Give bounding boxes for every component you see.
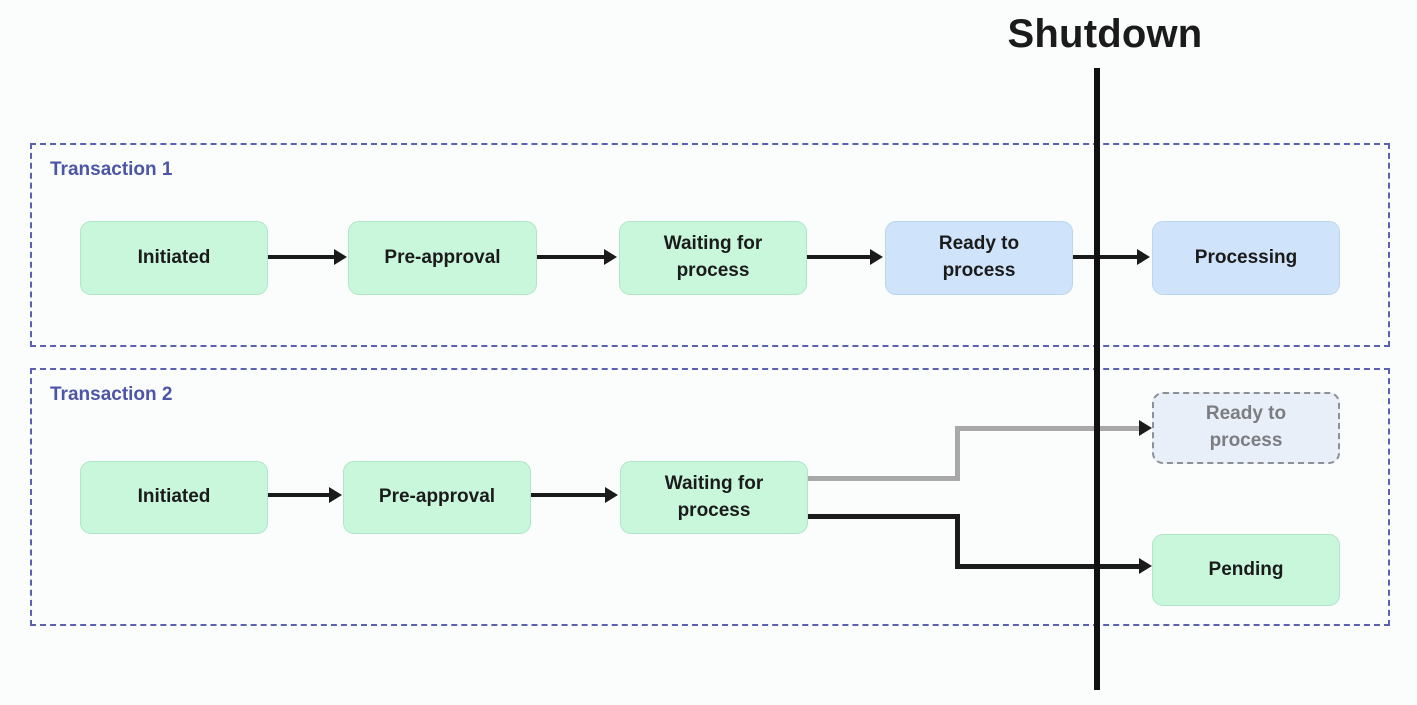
node-label: Pre-approval <box>378 486 496 508</box>
node-t2-initiated[interactable]: Initiated <box>80 461 268 534</box>
node-label-line-2: process <box>1209 430 1283 451</box>
node-label: Processing <box>1194 246 1298 268</box>
node-label-line-2: process <box>942 260 1016 281</box>
node-label-line-1: Waiting for <box>663 233 763 255</box>
connector-t2-waiting-to-pending-segment-h1 <box>808 514 960 519</box>
connector-t2-waiting-to-pending-segment-v <box>955 514 960 569</box>
connector-t1-pre-approval-to-waiting <box>537 255 605 259</box>
connector-t2-waiting-to-pending-segment-h2 <box>955 564 1145 569</box>
arrowhead-t1-waiting-to-ready <box>870 249 883 265</box>
connector-t2-initiated-to-pre-approval <box>268 493 330 497</box>
connector-t1-ready-to-processing <box>1073 255 1139 259</box>
transaction-2-container: Transaction 2 <box>30 368 1390 626</box>
node-label-line-2: process <box>676 260 750 281</box>
node-t2-waiting-for-process[interactable]: Waiting for process <box>620 461 808 534</box>
arrowhead-t1-initiated-to-pre-approval <box>334 249 347 265</box>
transaction-2-title: Transaction 2 <box>50 384 173 405</box>
node-label-line-1: Waiting for <box>664 472 764 494</box>
arrowhead-t2-initiated-to-pre-approval <box>329 487 342 503</box>
node-t1-waiting-for-process[interactable]: Waiting for process <box>619 221 807 295</box>
arrowhead-t2-pre-approval-to-waiting <box>605 487 618 503</box>
connector-t1-initiated-to-pre-approval <box>268 255 336 259</box>
node-label: Pending <box>1208 558 1284 580</box>
connector-t1-waiting-to-ready <box>807 255 872 259</box>
arrowhead-t1-ready-to-processing <box>1137 249 1150 265</box>
node-label: Pre-approval <box>384 246 501 268</box>
connector-t2-waiting-to-ready-segment-v <box>955 426 960 481</box>
transaction-1-title: Transaction 1 <box>50 159 173 180</box>
node-t2-pending[interactable]: Pending <box>1152 534 1340 606</box>
node-t1-initiated[interactable]: Initiated <box>80 221 268 295</box>
node-t1-pre-approval[interactable]: Pre-approval <box>348 221 537 295</box>
node-t2-ready-to-process[interactable]: Ready to process <box>1152 392 1340 464</box>
shutdown-label: Shutdown <box>1007 12 1203 56</box>
node-label: Initiated <box>137 246 211 268</box>
shutdown-vertical-line <box>1094 68 1100 690</box>
node-t1-processing[interactable]: Processing <box>1152 221 1340 295</box>
connector-t2-pre-approval-to-waiting <box>531 493 606 497</box>
node-t1-ready-to-process[interactable]: Ready to process <box>885 221 1073 295</box>
node-t2-pre-approval[interactable]: Pre-approval <box>343 461 531 534</box>
connector-t2-waiting-to-ready-segment-h1 <box>808 476 960 481</box>
arrowhead-t2-waiting-to-pending <box>1139 558 1152 574</box>
arrowhead-t1-pre-approval-to-waiting <box>604 249 617 265</box>
node-label: Initiated <box>137 486 211 508</box>
transaction-1-container: Transaction 1 <box>30 143 1390 347</box>
node-label-line-1: Ready to <box>938 233 1020 255</box>
arrowhead-t2-waiting-to-ready <box>1139 420 1152 436</box>
connector-t2-waiting-to-ready-segment-h2 <box>955 426 1145 431</box>
node-label-line-1: Ready to <box>1205 403 1287 425</box>
node-label-line-2: process <box>677 499 751 521</box>
